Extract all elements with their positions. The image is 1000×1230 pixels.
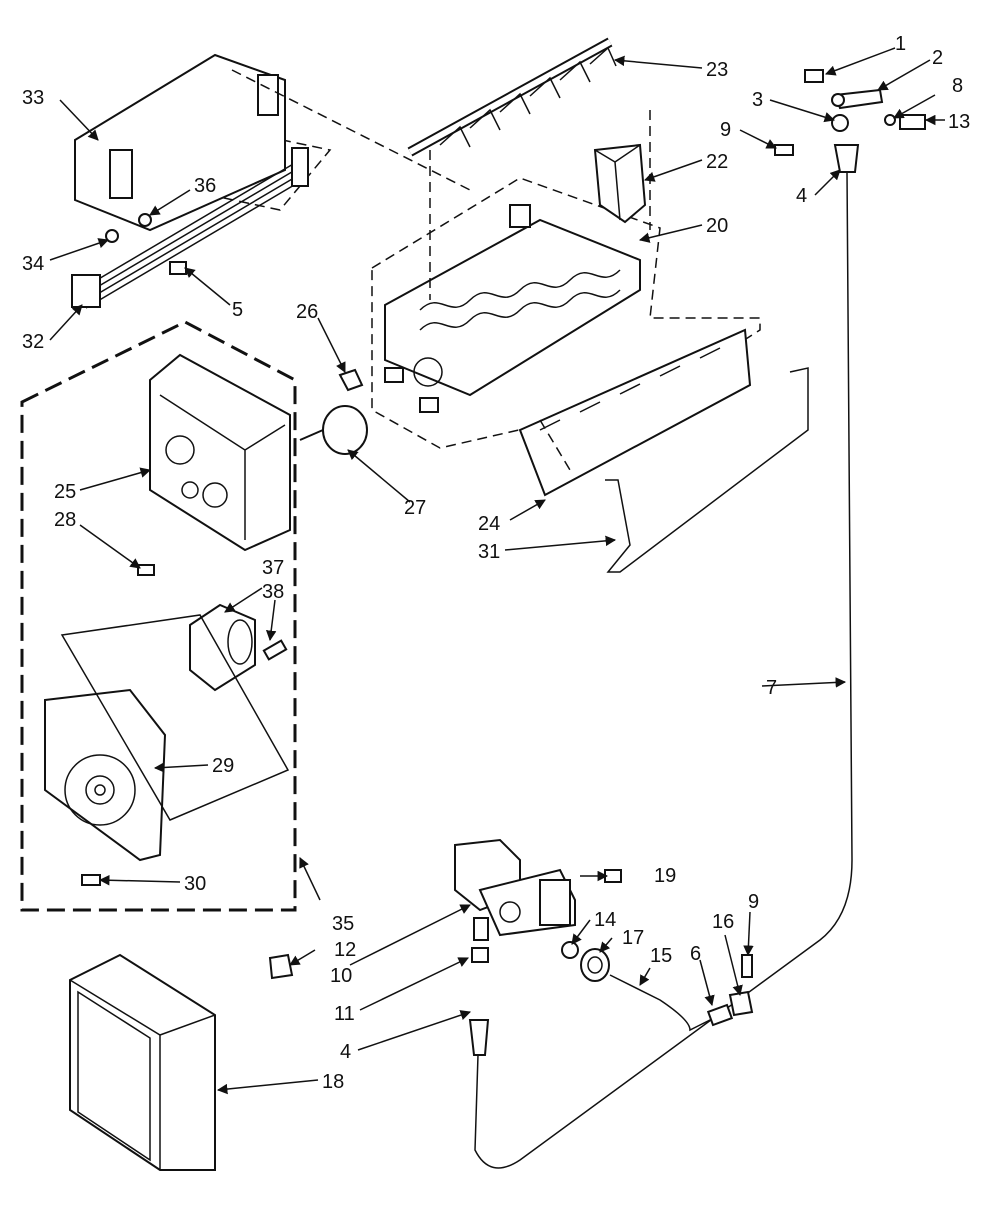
- valve-inlet: [473, 917, 489, 941]
- label-31: 31: [478, 541, 500, 563]
- compression-nut-17: [580, 948, 610, 982]
- ejector-shaft: [407, 37, 617, 157]
- fill-tube-fitting-bottom: [468, 1019, 490, 1056]
- label-6: 6: [690, 943, 701, 965]
- assembly-dashdot-lines: [231, 69, 651, 471]
- support-plate: [44, 688, 167, 862]
- mold-heater-pins: [384, 367, 439, 413]
- label-36: 36: [194, 175, 216, 197]
- thermostat: [299, 405, 368, 455]
- label-11: 11: [334, 1003, 355, 1025]
- label-23: 23: [706, 59, 728, 81]
- screw-1: [804, 69, 824, 83]
- label-18: 18: [322, 1071, 344, 1093]
- water-valve: [454, 838, 576, 937]
- thermostat-clip: [338, 368, 364, 392]
- tube-elbow: [831, 88, 884, 110]
- fill-tube-fitting-top: [833, 144, 860, 173]
- washer-8: [884, 114, 896, 126]
- screw-19: [604, 869, 622, 883]
- label-26: 26: [296, 301, 318, 323]
- label-17: 17: [622, 927, 644, 949]
- motor-plane-outline: [60, 614, 290, 821]
- label-28: 28: [54, 509, 76, 531]
- filter-box: [69, 953, 216, 1171]
- label-37: 37: [262, 557, 284, 579]
- nut-12: [268, 953, 294, 980]
- label-27: 27: [404, 497, 426, 519]
- tube-15: [609, 974, 721, 1032]
- fill-cup: [593, 143, 647, 224]
- shutoff-arm: [605, 367, 809, 573]
- part-labels: 1 2 3 4 4 5 6 7 8 9 9 10 11 12 13 14 15 …: [22, 33, 970, 1093]
- label-33: 33: [22, 87, 44, 109]
- label-13: 13: [948, 111, 970, 133]
- label-4-top: 4: [796, 185, 807, 207]
- screw-28: [137, 564, 155, 576]
- sleeve-6: [706, 1003, 734, 1027]
- label-15: 15: [650, 945, 672, 967]
- label-9-bottom: 9: [748, 891, 759, 913]
- screw-30: [81, 874, 101, 886]
- label-3: 3: [752, 89, 763, 111]
- label-22: 22: [706, 151, 728, 173]
- ice-mold: [384, 204, 641, 397]
- label-14: 14: [594, 909, 616, 931]
- label-20: 20: [706, 215, 728, 237]
- label-32: 32: [22, 331, 44, 353]
- label-12: 12: [334, 939, 356, 961]
- screw-9-top: [774, 144, 794, 156]
- label-19: 19: [654, 865, 676, 887]
- screw-38: [262, 639, 288, 661]
- screw-34: [105, 229, 119, 243]
- label-7: 7: [766, 677, 777, 699]
- label-35: 35: [332, 913, 354, 935]
- ice-maker-group-outline: [371, 177, 761, 449]
- label-38: 38: [262, 581, 284, 603]
- drive-motor: [189, 603, 256, 692]
- nut-13: [899, 114, 926, 130]
- nut-11: [471, 947, 489, 963]
- label-10: 10: [330, 965, 352, 987]
- leader-lines: [49, 47, 945, 1095]
- screw-36: [138, 213, 152, 227]
- label-5: 5: [232, 299, 243, 321]
- mold-cover-strip: [518, 328, 752, 497]
- label-1: 1: [895, 33, 906, 55]
- water-line: [474, 171, 853, 1169]
- washer-14: [561, 941, 579, 959]
- label-29: 29: [212, 755, 234, 777]
- label-4-bottom: 4: [340, 1041, 351, 1063]
- label-8: 8: [952, 75, 963, 97]
- clamp-3: [831, 114, 849, 132]
- elbow-16: [728, 990, 754, 1017]
- label-34: 34: [22, 253, 44, 275]
- label-24: 24: [478, 513, 500, 535]
- label-30: 30: [184, 873, 206, 895]
- label-16: 16: [712, 911, 734, 933]
- screw-9-bottom: [741, 954, 753, 978]
- control-housing: [149, 353, 291, 552]
- label-25: 25: [54, 481, 76, 503]
- label-9-top: 9: [720, 119, 731, 141]
- label-2: 2: [932, 47, 943, 69]
